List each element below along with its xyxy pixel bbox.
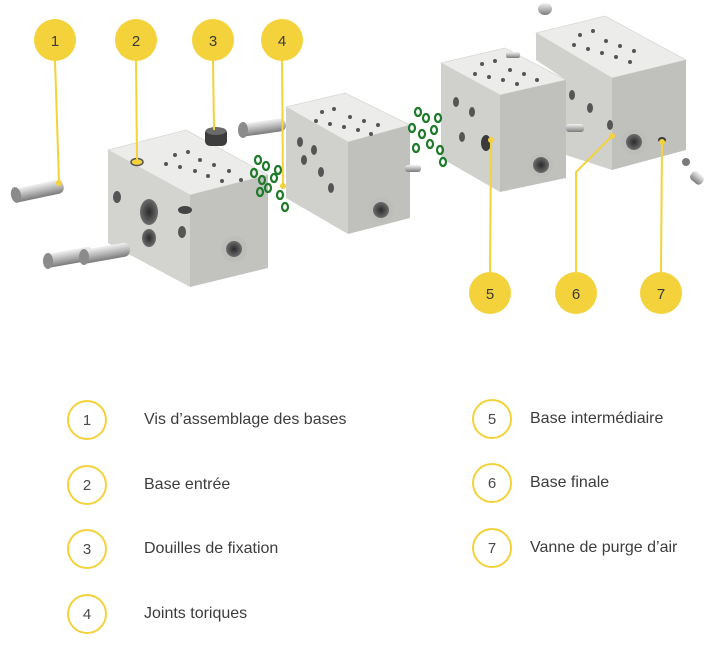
base-finale bbox=[534, 15, 688, 170]
base-intermediaire bbox=[439, 47, 568, 192]
legend-item-3: 3 Douilles de fixation bbox=[67, 529, 278, 569]
assembly-bolt bbox=[79, 242, 130, 265]
assembly-bolt bbox=[10, 179, 64, 203]
legend-label-5: Base intermédiaire bbox=[530, 410, 664, 427]
leader-line-6 bbox=[575, 135, 613, 272]
callout-2: 2 bbox=[115, 19, 157, 61]
finale-block-side bbox=[612, 60, 686, 170]
interm-block-front bbox=[441, 63, 500, 192]
base-entree bbox=[106, 129, 270, 287]
base-entree-top-holes bbox=[130, 150, 243, 214]
legend-number-4: 4 bbox=[67, 594, 107, 634]
interm-block-pin bbox=[506, 52, 520, 58]
bolt-tip bbox=[538, 3, 704, 185]
legend-number-2: 2 bbox=[67, 465, 107, 505]
legend-number-7: 7 bbox=[472, 528, 512, 568]
svg-text:2: 2 bbox=[132, 33, 140, 50]
svg-text:5: 5 bbox=[486, 286, 494, 303]
interm-block-holes bbox=[453, 59, 539, 151]
svg-text:3: 3 bbox=[209, 33, 217, 50]
leader-line-7 bbox=[660, 141, 663, 273]
base-intermediaire-middle bbox=[284, 92, 421, 234]
legend-label-2: Base entrée bbox=[144, 476, 231, 493]
leader-line-4 bbox=[281, 59, 284, 187]
interm-block-side bbox=[500, 80, 566, 192]
legend-label-3: Douilles de fixation bbox=[144, 540, 279, 557]
finale-block-holes bbox=[569, 29, 666, 143]
svg-text:1: 1 bbox=[51, 33, 59, 50]
svg-text:6: 6 bbox=[572, 286, 580, 303]
fixing-sleeve bbox=[205, 127, 227, 146]
legend-item-4: 4 Joints toriques bbox=[67, 594, 247, 634]
legend-item-6: 6 Base finale bbox=[472, 463, 609, 503]
middle-block-holes bbox=[297, 107, 380, 193]
middle-block-pin bbox=[405, 165, 421, 172]
svg-text:4: 4 bbox=[278, 33, 286, 50]
callout-1: 1 bbox=[34, 19, 76, 61]
leader-line-3 bbox=[212, 59, 215, 131]
o-rings-right bbox=[407, 106, 448, 168]
leader-endpoints bbox=[56, 133, 665, 189]
leader-line-5 bbox=[489, 139, 492, 273]
callout-5: 5 bbox=[469, 272, 511, 314]
legend-item-5: 5 Base intermédiaire bbox=[472, 399, 663, 439]
legend-label-6: Base finale bbox=[530, 474, 610, 491]
legend-number-1: 1 bbox=[67, 400, 107, 440]
finale-block-front bbox=[536, 33, 612, 170]
legend-number-5: 5 bbox=[472, 399, 512, 439]
callout-7: 7 bbox=[640, 272, 682, 314]
legend-label-7: Vanne de purge d’air bbox=[530, 539, 678, 556]
callout-6: 6 bbox=[555, 272, 597, 314]
base-entree-side bbox=[190, 175, 268, 287]
middle-block-side bbox=[348, 125, 410, 234]
callout-4: 4 bbox=[261, 19, 303, 61]
leader-line-1 bbox=[54, 59, 60, 184]
legend-label-4: Joints toriques bbox=[144, 605, 248, 622]
callout-3: 3 bbox=[192, 19, 234, 61]
legend-item-1: 1 Vis d’assemblage des bases bbox=[67, 400, 347, 440]
svg-text:7: 7 bbox=[657, 286, 665, 303]
legend-number-3: 3 bbox=[67, 529, 107, 569]
legend-number-6: 6 bbox=[472, 463, 512, 503]
legend-item-7: 7 Vanne de purge d’air bbox=[472, 528, 677, 568]
leader-lines bbox=[54, 59, 663, 273]
leader-line-2 bbox=[135, 59, 138, 162]
base-entree-ports bbox=[113, 191, 247, 262]
legend-label-1: Vis d’assemblage des bases bbox=[144, 411, 347, 428]
o-rings-left bbox=[249, 154, 290, 213]
finale-block-pin bbox=[566, 124, 584, 132]
legend-item-2: 2 Base entrée bbox=[67, 465, 230, 505]
assembly-bolt bbox=[238, 118, 286, 138]
exploded-view-diagram: 1 2 3 4 5 6 7 bbox=[10, 3, 704, 314]
